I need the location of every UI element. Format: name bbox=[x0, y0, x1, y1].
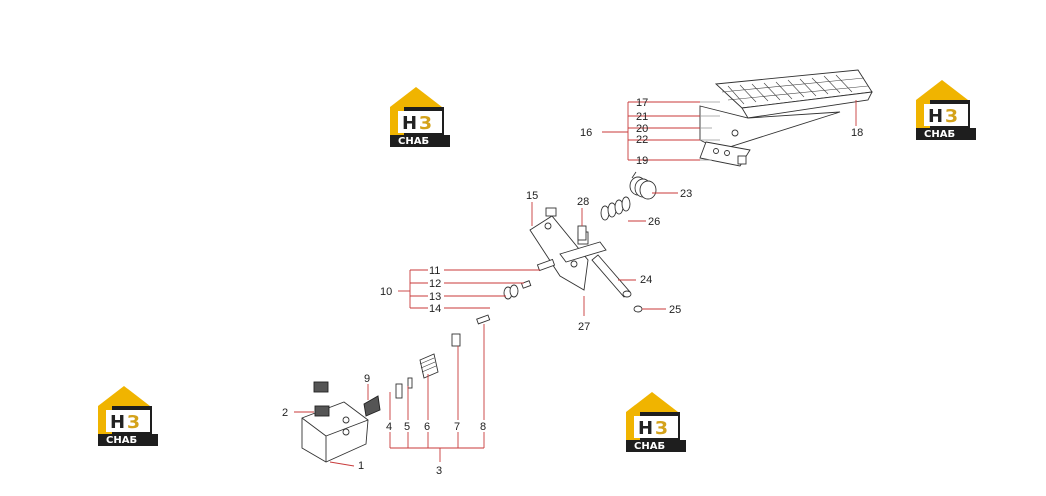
callout-19: 19 bbox=[636, 155, 648, 167]
coil-rings bbox=[600, 196, 631, 221]
callout-10: 10 bbox=[380, 286, 392, 298]
callout-4: 4 bbox=[386, 421, 392, 433]
callout-3: 3 bbox=[436, 465, 442, 477]
callout-5: 5 bbox=[404, 421, 410, 433]
small-parts bbox=[476, 258, 556, 325]
callout-25: 25 bbox=[669, 304, 681, 316]
callout-27: 27 bbox=[578, 321, 590, 333]
callout-21: 21 bbox=[636, 111, 648, 123]
callout-6: 6 bbox=[424, 421, 430, 433]
nut bbox=[633, 305, 643, 313]
callout-1: 1 bbox=[358, 460, 364, 472]
callout-28: 28 bbox=[577, 196, 589, 208]
callout-9: 9 bbox=[364, 373, 370, 385]
callout-15: 15 bbox=[526, 190, 538, 202]
logo-bottom-left: Н З СНАБ bbox=[98, 386, 158, 446]
logo-top-center: Н З СНАБ bbox=[390, 87, 450, 147]
mounting-bracket bbox=[529, 207, 607, 291]
logo-letter-3: З bbox=[945, 106, 958, 127]
sensor-housing bbox=[301, 401, 369, 463]
callout-labels: 1 2 3 4 5 6 7 8 9 10 11 12 13 14 15 16 1… bbox=[282, 97, 863, 477]
callout-17: 17 bbox=[636, 97, 648, 109]
callout-12: 12 bbox=[429, 278, 441, 290]
callout-26: 26 bbox=[648, 216, 660, 228]
logo-letter-3: З bbox=[419, 113, 432, 134]
callout-14: 14 bbox=[429, 303, 441, 315]
callout-24: 24 bbox=[640, 274, 652, 286]
logo-letter-3: З bbox=[127, 412, 140, 433]
logo-bottom-center: Н З СНАБ bbox=[626, 392, 686, 452]
logo-caption: СНАБ bbox=[106, 435, 137, 446]
pedal-plate bbox=[699, 69, 873, 167]
logo-letter-h: Н bbox=[928, 106, 943, 127]
logo-letter-3: З bbox=[655, 418, 668, 439]
caps bbox=[313, 381, 330, 417]
logo-caption: СНАБ bbox=[398, 136, 429, 147]
callout-18: 18 bbox=[851, 127, 863, 139]
callout-22: 22 bbox=[636, 134, 648, 146]
callout-16: 16 bbox=[580, 127, 592, 139]
logo-letter-h: Н bbox=[402, 113, 417, 134]
torsion-spring bbox=[629, 171, 657, 200]
callout-7: 7 bbox=[454, 421, 460, 433]
logo-letter-h: Н bbox=[638, 418, 653, 439]
logo-top-right: Н З СНАБ bbox=[916, 80, 976, 140]
shaft bbox=[591, 254, 632, 298]
callout-2: 2 bbox=[282, 407, 288, 419]
callout-11: 11 bbox=[429, 265, 440, 277]
leader-lines bbox=[294, 100, 857, 467]
logo-caption: СНАБ bbox=[924, 129, 955, 140]
pin bbox=[577, 225, 587, 241]
callout-20: 20 bbox=[636, 123, 648, 135]
spring-stack bbox=[363, 333, 461, 417]
callout-13: 13 bbox=[429, 291, 441, 303]
logo-letter-h: Н bbox=[110, 412, 125, 433]
logo-caption: СНАБ bbox=[634, 441, 665, 452]
callout-8: 8 bbox=[480, 421, 486, 433]
callout-23: 23 bbox=[680, 188, 692, 200]
